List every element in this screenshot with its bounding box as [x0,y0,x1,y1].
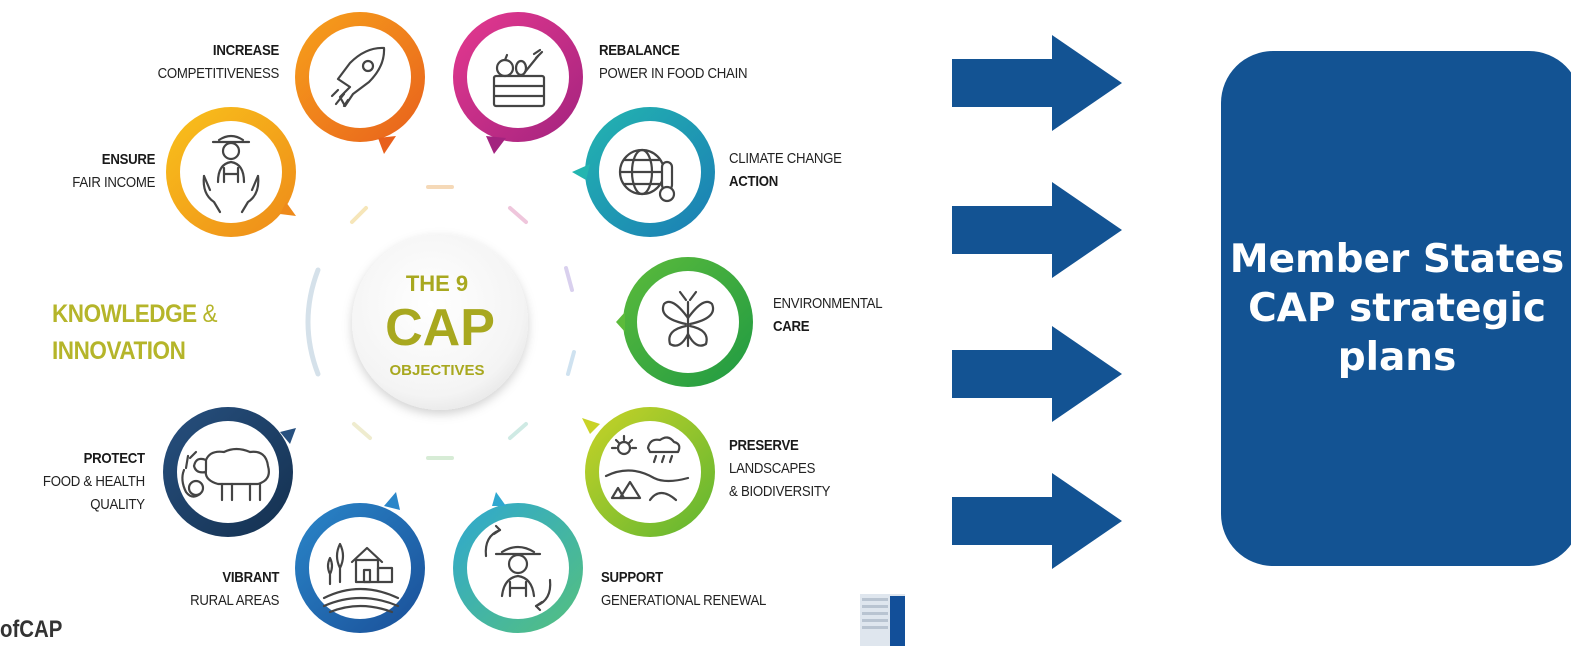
label-income-bold: ENSURE [101,151,156,168]
label-competitiveness: INCREASE COMPETITIVENESS [157,39,280,85]
farmer-hands-icon [202,134,260,214]
cap-objectives-wheel: THE 9 CAP OBJECTIVES [163,12,905,646]
label-generational: SUPPORT GENERATIONAL RENEWAL [601,566,766,612]
label-climate: CLIMATE CHANGE ACTION [729,147,842,193]
bubble-food-chain [453,12,583,154]
label-food-quality: PROTECT FOOD & HEALTH QUALITY [43,447,145,516]
landscape-icon [604,434,690,502]
label-rural-text: RURAL AREAS [189,592,279,609]
knowledge-innovation-label: KNOWLEDGE & INNOVATION [52,296,218,370]
bubble-landscapes [582,407,715,537]
label-competitiveness-text: COMPETITIVENESS [157,65,280,82]
eu-logo-fragment [860,594,905,646]
arrow-2 [952,182,1122,278]
hashtag-fragment: ofCAP [0,616,63,643]
bubble-income [166,107,296,237]
label-income: ENSURE FAIR INCOME [72,148,155,194]
rocket-icon [330,46,386,108]
center-line-2: CAP [385,299,495,357]
knowledge-text: KNOWLEDGE [52,300,197,328]
label-landscapes-text: LANDSCAPES [729,460,816,477]
label-food-quality-bold: PROTECT [83,450,145,467]
strategic-plans-box: Member States CAP strategic plans [1221,51,1571,566]
label-rural: VIBRANT RURAL AREAS [190,566,279,612]
label-competitiveness-bold: INCREASE [212,42,279,59]
label-food-quality-text-2: QUALITY [90,496,145,513]
label-generational-bold: SUPPORT [601,569,663,586]
livestock-icon [181,447,270,502]
arrow-3 [952,326,1122,422]
label-rural-bold: VIBRANT [222,569,279,586]
village-icon [322,542,400,614]
bubble-generational [453,492,583,633]
innovation-text: INNOVATION [52,337,186,365]
label-food-chain: REBALANCE POWER IN FOOD CHAIN [599,39,748,85]
label-landscapes-bold: PRESERVE [729,437,799,454]
label-climate-text: CLIMATE CHANGE [729,150,842,167]
center-disc [352,234,528,410]
label-food-chain-text: POWER IN FOOD CHAIN [599,65,748,82]
center-title: THE 9 CAP OBJECTIVES [385,271,495,379]
label-food-chain-bold: REBALANCE [599,42,680,59]
label-food-quality-text: FOOD & HEALTH [43,473,145,490]
knowledge-ampersand: & [202,300,218,328]
label-environment-text: ENVIRONMENTAL [773,295,883,312]
young-farmer-icon [484,524,552,612]
globe-thermometer-icon [618,148,676,203]
bubble-food-quality [163,407,296,537]
label-landscapes-text-2: & BIODIVERSITY [729,483,831,500]
strategic-plans-text: Member States CAP strategic plans [1229,237,1565,380]
bubble-environment [616,257,753,387]
bubble-competitiveness [295,12,425,154]
inner-dashed-ring [305,185,576,460]
center-line-3: OBJECTIVES [389,362,484,379]
center-line-1: THE 9 [406,271,468,296]
label-environment: ENVIRONMENTAL CARE [773,292,883,338]
bubble-rural [295,492,425,633]
produce-crate-icon [492,48,546,108]
label-environment-bold: CARE [773,318,810,335]
label-generational-text: GENERATIONAL RENEWAL [601,592,767,609]
butterfly-icon [661,290,715,348]
label-landscapes: PRESERVE LANDSCAPES & BIODIVERSITY [729,434,830,503]
arrow-4 [952,473,1122,569]
arrow-1 [952,35,1122,131]
label-income-text: FAIR INCOME [72,174,155,191]
label-climate-bold: ACTION [729,173,779,190]
